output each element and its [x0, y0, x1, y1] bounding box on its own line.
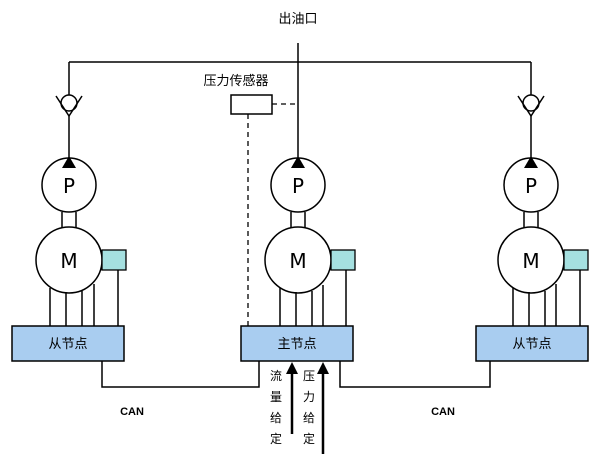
motor-cables-main	[279, 270, 347, 326]
pump-main: P	[270, 156, 326, 213]
master-node	[240, 325, 354, 362]
can-label-right: CAN	[431, 406, 455, 418]
flow-setpoint-arrow	[286, 362, 298, 434]
motor-cables-left	[49, 270, 119, 326]
flow-setpoint-char: 给	[270, 411, 282, 425]
flow-setpoint-char: 定	[270, 431, 282, 446]
can-bus-right	[339, 361, 491, 388]
motor-left-letter: M	[60, 249, 77, 273]
master-node-label: 主节点	[277, 337, 316, 352]
slave-node-left	[11, 325, 125, 362]
flow-setpoint-char: 量	[270, 390, 282, 404]
pump-main-letter: P	[292, 174, 304, 198]
pressure-setpoint-char: 力	[303, 390, 315, 404]
pressure-sensor	[230, 94, 273, 115]
pump-right-letter: P	[525, 174, 537, 198]
motor-cables-right	[512, 270, 581, 326]
pump-left-letter: P	[63, 174, 75, 198]
shaft-main	[290, 212, 306, 228]
pressure-setpoint-label: 压 力 给 定	[303, 369, 315, 446]
motor-main: M	[264, 226, 332, 294]
check-valve-right	[517, 94, 545, 160]
slave-node-right-label: 从节点	[512, 337, 551, 352]
pressure-sensor-label: 压力传感器	[203, 73, 268, 89]
pressure-setpoint-arrow	[317, 362, 329, 454]
shaft-right	[523, 212, 539, 228]
pump-left: P	[41, 156, 97, 213]
sensor-signal-line	[247, 103, 298, 326]
slave-node-left-label: 从节点	[48, 337, 87, 352]
slave-node-right	[475, 325, 589, 362]
pressure-setpoint-char: 定	[303, 431, 315, 446]
outlet-pipe	[68, 43, 532, 157]
encoder-left	[101, 249, 127, 271]
motor-main-letter: M	[289, 249, 306, 273]
check-valve-left	[55, 94, 83, 160]
pressure-setpoint-char: 压	[303, 369, 315, 383]
pressure-setpoint-char: 给	[303, 411, 315, 425]
flow-setpoint-label: 流 量 给 定	[270, 369, 282, 446]
motor-right-letter: M	[522, 249, 539, 273]
flow-setpoint-char: 流	[270, 369, 282, 383]
encoder-right	[563, 249, 589, 271]
motor-left: M	[35, 226, 103, 294]
outlet-label: 出油口	[278, 12, 317, 27]
can-label-left: CAN	[120, 406, 144, 418]
motor-right: M	[497, 226, 565, 294]
pump-right: P	[503, 156, 559, 213]
encoder-main	[330, 249, 356, 271]
shaft-left	[61, 212, 77, 228]
can-bus-left	[101, 361, 260, 388]
